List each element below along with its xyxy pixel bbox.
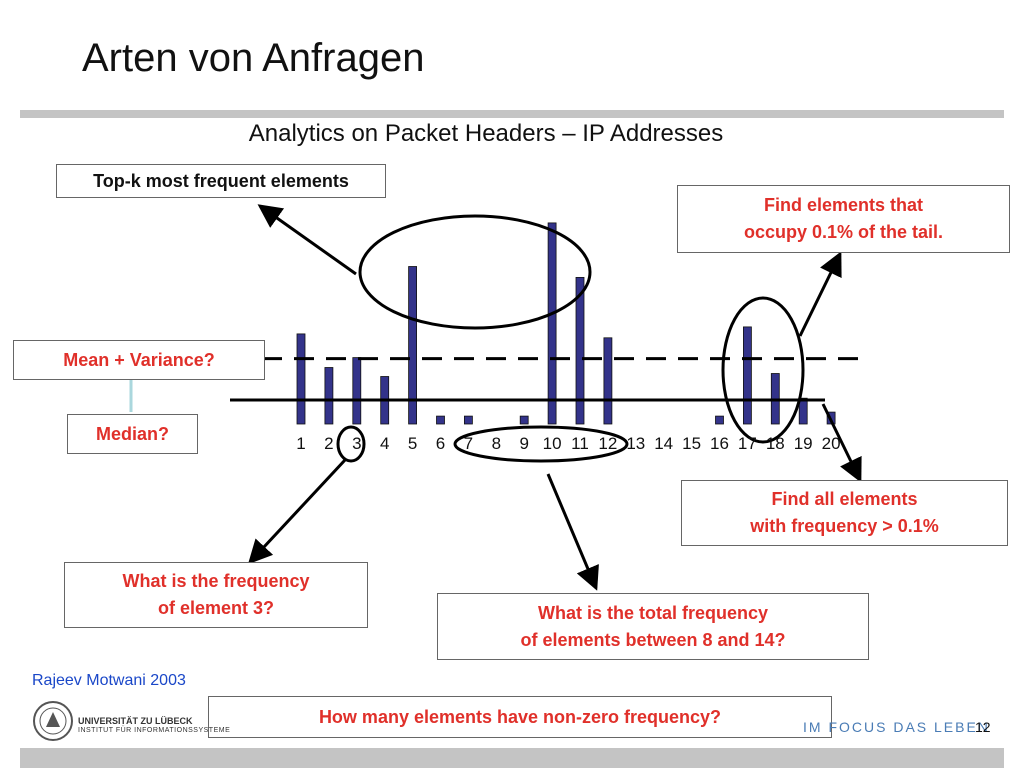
tick-label-17: 17: [737, 434, 757, 453]
citation: Rajeev Motwani 2003: [32, 672, 186, 689]
tick-label-1: 1: [296, 434, 306, 453]
university-seal-logo: [33, 701, 73, 741]
bar-3: [352, 357, 362, 425]
median-callout-text: Median?: [95, 423, 169, 444]
bar-5: [408, 266, 418, 425]
arrow-to-range-callout: [546, 473, 599, 591]
bar-10: [547, 222, 557, 425]
top-k-highlight-ellipse: [358, 214, 592, 330]
element-3-frequency-callout: What is the frequency of element 3?: [64, 562, 368, 628]
range-callout-line2: of elements between 8 and 14?: [520, 629, 786, 650]
tail-callout-line2: occupy 0.1% of the tail.: [743, 222, 944, 242]
slide-subtitle: Analytics on Packet Headers – IP Address…: [248, 120, 724, 147]
university-institute: INSTITUT FÜR INFORMATIONSSYSTEME: [78, 727, 231, 734]
tick-label-8: 8: [491, 434, 502, 453]
nonzero-callout-text: How many elements have non-zero frequenc…: [318, 706, 722, 727]
bar-2: [324, 367, 334, 425]
tick-label-7: 7: [463, 434, 474, 453]
range-callout-line1: What is the total frequency: [537, 602, 769, 623]
tick-label-10: 10: [542, 434, 562, 453]
footer-slogan: IM FOCUS DAS LEBEN: [803, 719, 990, 735]
bar-19: [798, 397, 808, 425]
tick-label-11: 11: [571, 434, 589, 453]
university-name: UNIVERSITÄT ZU LÜBECK: [78, 716, 193, 726]
tick-label-9: 9: [519, 434, 529, 453]
range-highlight-ellipse: [453, 425, 629, 463]
element-3-callout-line1: What is the frequency: [122, 571, 310, 591]
tick-label-14: 14: [654, 434, 674, 453]
arrow-to-tail-callout: [798, 251, 842, 337]
top-k-callout-text: Top-k most frequent elements: [93, 170, 349, 191]
range-frequency-callout: What is the total frequency of elements …: [437, 593, 869, 660]
frequency-threshold-line2: with frequency > 0.1%: [750, 516, 939, 536]
tick-label-4: 4: [379, 434, 390, 453]
bar-9: [519, 415, 529, 425]
page-number: 12: [975, 719, 991, 735]
bar-6: [436, 415, 445, 425]
tick-label-12: 12: [598, 434, 618, 453]
tick-label-18: 18: [765, 434, 785, 453]
bar-12: [603, 337, 613, 425]
top-k-callout: Top-k most frequent elements: [56, 164, 386, 198]
slide-title: Arten von Anfragen: [82, 36, 425, 80]
element-3-callout-line2: of element 3?: [157, 598, 275, 618]
arrow-to-top-k: [257, 204, 357, 276]
tick-label-19: 19: [793, 434, 813, 453]
frequency-threshold-line1: Find all elements: [771, 489, 918, 509]
arrow-to-element-3-callout: [247, 458, 347, 565]
bar-1: [296, 333, 306, 425]
bar-17: [743, 326, 752, 425]
footer-bar: [20, 748, 1004, 768]
tail-callout: Find elements that occupy 0.1% of the ta…: [677, 185, 1010, 253]
mean-variance-callout-text: Mean + Variance?: [63, 349, 215, 370]
nonzero-frequency-callout: How many elements have non-zero frequenc…: [208, 696, 832, 738]
title-divider: [20, 110, 1004, 118]
tick-label-2: 2: [324, 434, 334, 453]
bar-7: [463, 415, 473, 425]
frequency-threshold-callout: Find all elements with frequency > 0.1%: [681, 480, 1008, 546]
bar-16: [715, 415, 724, 425]
mean-variance-callout: Mean + Variance?: [13, 340, 265, 380]
tick-label-20: 20: [821, 434, 841, 453]
bar-11: [575, 276, 585, 425]
tick-label-13: 13: [626, 434, 646, 453]
median-callout: Median?: [67, 414, 198, 454]
tail-highlight-ellipse: [721, 296, 805, 444]
chart-bars: [296, 222, 836, 425]
tick-label-15: 15: [682, 434, 702, 453]
tail-callout-line1: Find elements that: [763, 195, 924, 215]
tick-label-6: 6: [435, 434, 446, 453]
tick-label-5: 5: [407, 434, 418, 453]
tick-label-3: 3: [352, 434, 362, 453]
arrow-to-threshold-callout: [821, 403, 862, 483]
tick-label-16: 16: [710, 434, 729, 453]
element-3-highlight-ellipse: [336, 425, 366, 463]
